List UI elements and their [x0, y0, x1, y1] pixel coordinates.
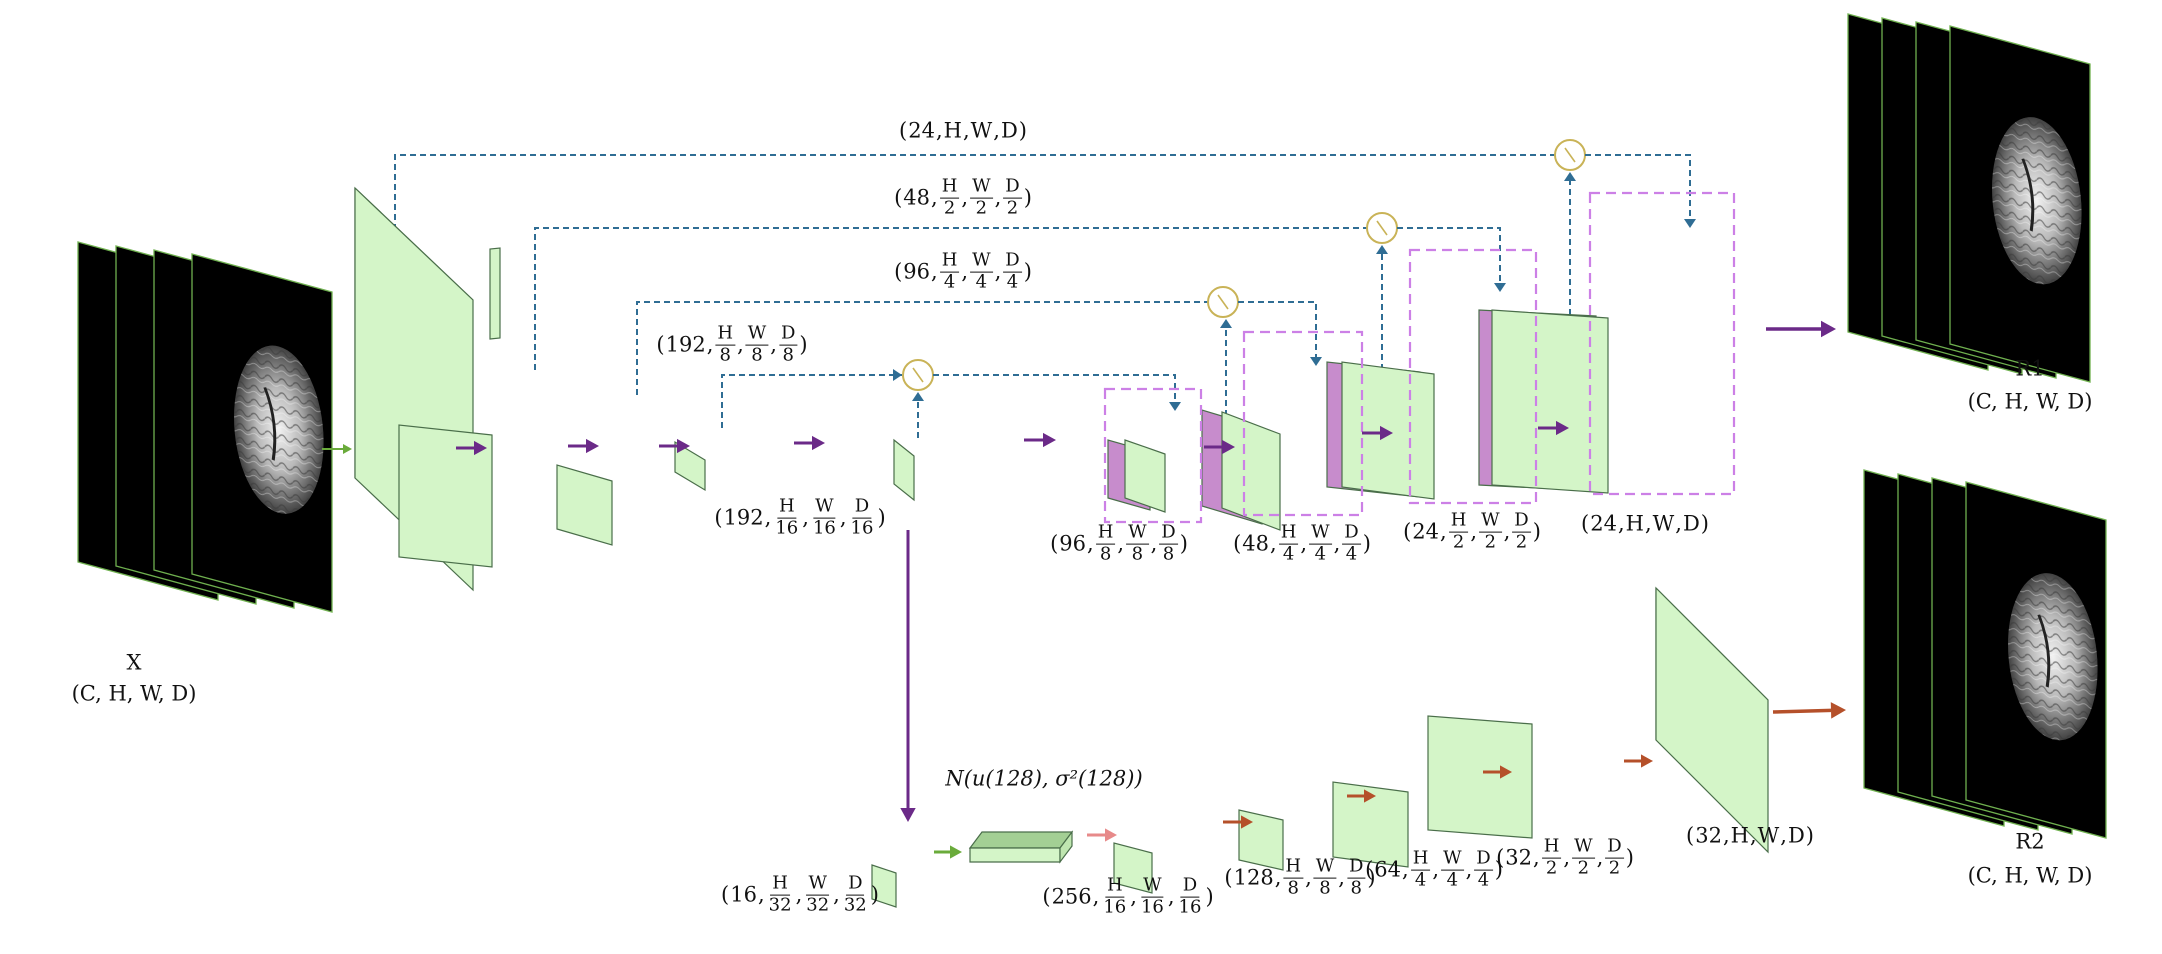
skip-head-2 [1494, 283, 1506, 292]
ventricle [263, 387, 277, 461]
block-top [968, 831, 1074, 849]
decoder-arrow-1 [1024, 432, 1056, 448]
block-front [1491, 309, 1609, 494]
skip-head-4-in [893, 369, 902, 381]
arrow-head [900, 808, 916, 822]
concat-box-4 [1588, 191, 1736, 496]
output-r2-arrow [1772, 702, 1846, 719]
vae-arrow-3 [1223, 815, 1253, 829]
arrow-head [1380, 425, 1393, 441]
vae-arrow-5 [1483, 765, 1512, 779]
block-front [893, 438, 915, 502]
block-front [1124, 439, 1166, 513]
concat-box-2 [1242, 330, 1364, 517]
skip-line-3-out [1238, 301, 1317, 357]
sum-mark [1376, 220, 1388, 236]
skip-line-1-out [1585, 154, 1691, 220]
brain-folds [2008, 573, 2098, 741]
arrow-head [1556, 420, 1569, 436]
arrow-head [1500, 765, 1512, 779]
arrow-head [1241, 815, 1253, 829]
concat-box-3 [1408, 248, 1538, 505]
arrow-head [1641, 754, 1653, 768]
brain-image [1992, 117, 2082, 285]
vae-arrow-2 [1087, 828, 1117, 842]
output-r1-arrow [1766, 320, 1836, 338]
decoder-arrow-2 [1204, 439, 1235, 455]
skip-head-2-up [1376, 245, 1388, 254]
brain-folds [233, 345, 324, 514]
skip-sum-3 [1207, 286, 1239, 318]
arrow-head [1821, 320, 1836, 338]
vae-latent-block [968, 830, 1074, 864]
vae-arrow-1 [934, 845, 962, 859]
skip-line-2 [534, 227, 1367, 370]
block-front [1113, 842, 1153, 894]
skip-sum-2 [1366, 212, 1398, 244]
arrow-head [586, 438, 599, 454]
block-front [398, 424, 493, 568]
block-front [556, 464, 613, 546]
block-front [1655, 586, 1769, 854]
ventricle [2037, 614, 2051, 688]
skip-line-4-out [933, 374, 1176, 402]
input-arrow [322, 444, 352, 454]
block-front [489, 247, 501, 340]
block-side [1059, 830, 1073, 864]
arrow-head [812, 435, 825, 451]
arrow-head [1043, 432, 1056, 448]
skip-line-2-out [1397, 227, 1501, 283]
brain-image [2008, 573, 2098, 741]
skip-head-1-up [1564, 172, 1576, 181]
arrow-head [1364, 789, 1376, 803]
block-front [1427, 715, 1533, 839]
vae-decoder-block-5 [1655, 586, 1769, 854]
sum-mark [912, 367, 924, 383]
vae-arrow-4 [1347, 789, 1376, 803]
arrow-head [1830, 702, 1846, 719]
skip-sum-1 [1554, 139, 1586, 171]
concat-box-1 [1103, 387, 1203, 524]
arrow-head [1222, 439, 1235, 455]
block-front [969, 847, 1061, 863]
block-front [871, 864, 897, 908]
encoder-arrow-2 [568, 438, 599, 454]
decoder-arrow-3 [1362, 425, 1393, 441]
block-front [1238, 809, 1284, 871]
brain-folds [1992, 117, 2082, 285]
arrow-head [677, 438, 690, 454]
arrow-head [474, 440, 487, 456]
decoder-arrow-4 [1538, 420, 1569, 436]
arrow-head [343, 444, 352, 454]
input-mri-stack [77, 241, 333, 613]
encoder-arrow-1 [456, 440, 487, 456]
arrow-shaft [1772, 708, 1832, 714]
output-r1-mri-stack [1847, 13, 2091, 383]
skip-line-3 [636, 301, 1208, 395]
skip-line-4 [721, 374, 902, 428]
skip-head-4-up [912, 392, 924, 401]
skip-head-4 [1169, 402, 1181, 411]
sum-mark [1564, 147, 1576, 163]
skip-head-3-up [1220, 319, 1232, 328]
brain-image [233, 345, 324, 514]
vae-down-arrow [900, 530, 916, 822]
skip-head-1 [1684, 219, 1696, 228]
encoder-arrow-3 [659, 438, 690, 454]
vae-arrow-6 [1624, 754, 1653, 768]
skip-sum-4 [902, 359, 934, 391]
arrow-head [1105, 828, 1117, 842]
block-front [1332, 781, 1409, 868]
ventricle [2021, 158, 2035, 232]
sum-mark [1217, 294, 1229, 310]
block-front [1221, 411, 1281, 531]
arrow-head [950, 845, 962, 859]
output-r2-mri-stack [1863, 469, 2107, 839]
encoder-arrow-4 [794, 435, 825, 451]
skip-head-3 [1310, 357, 1322, 366]
